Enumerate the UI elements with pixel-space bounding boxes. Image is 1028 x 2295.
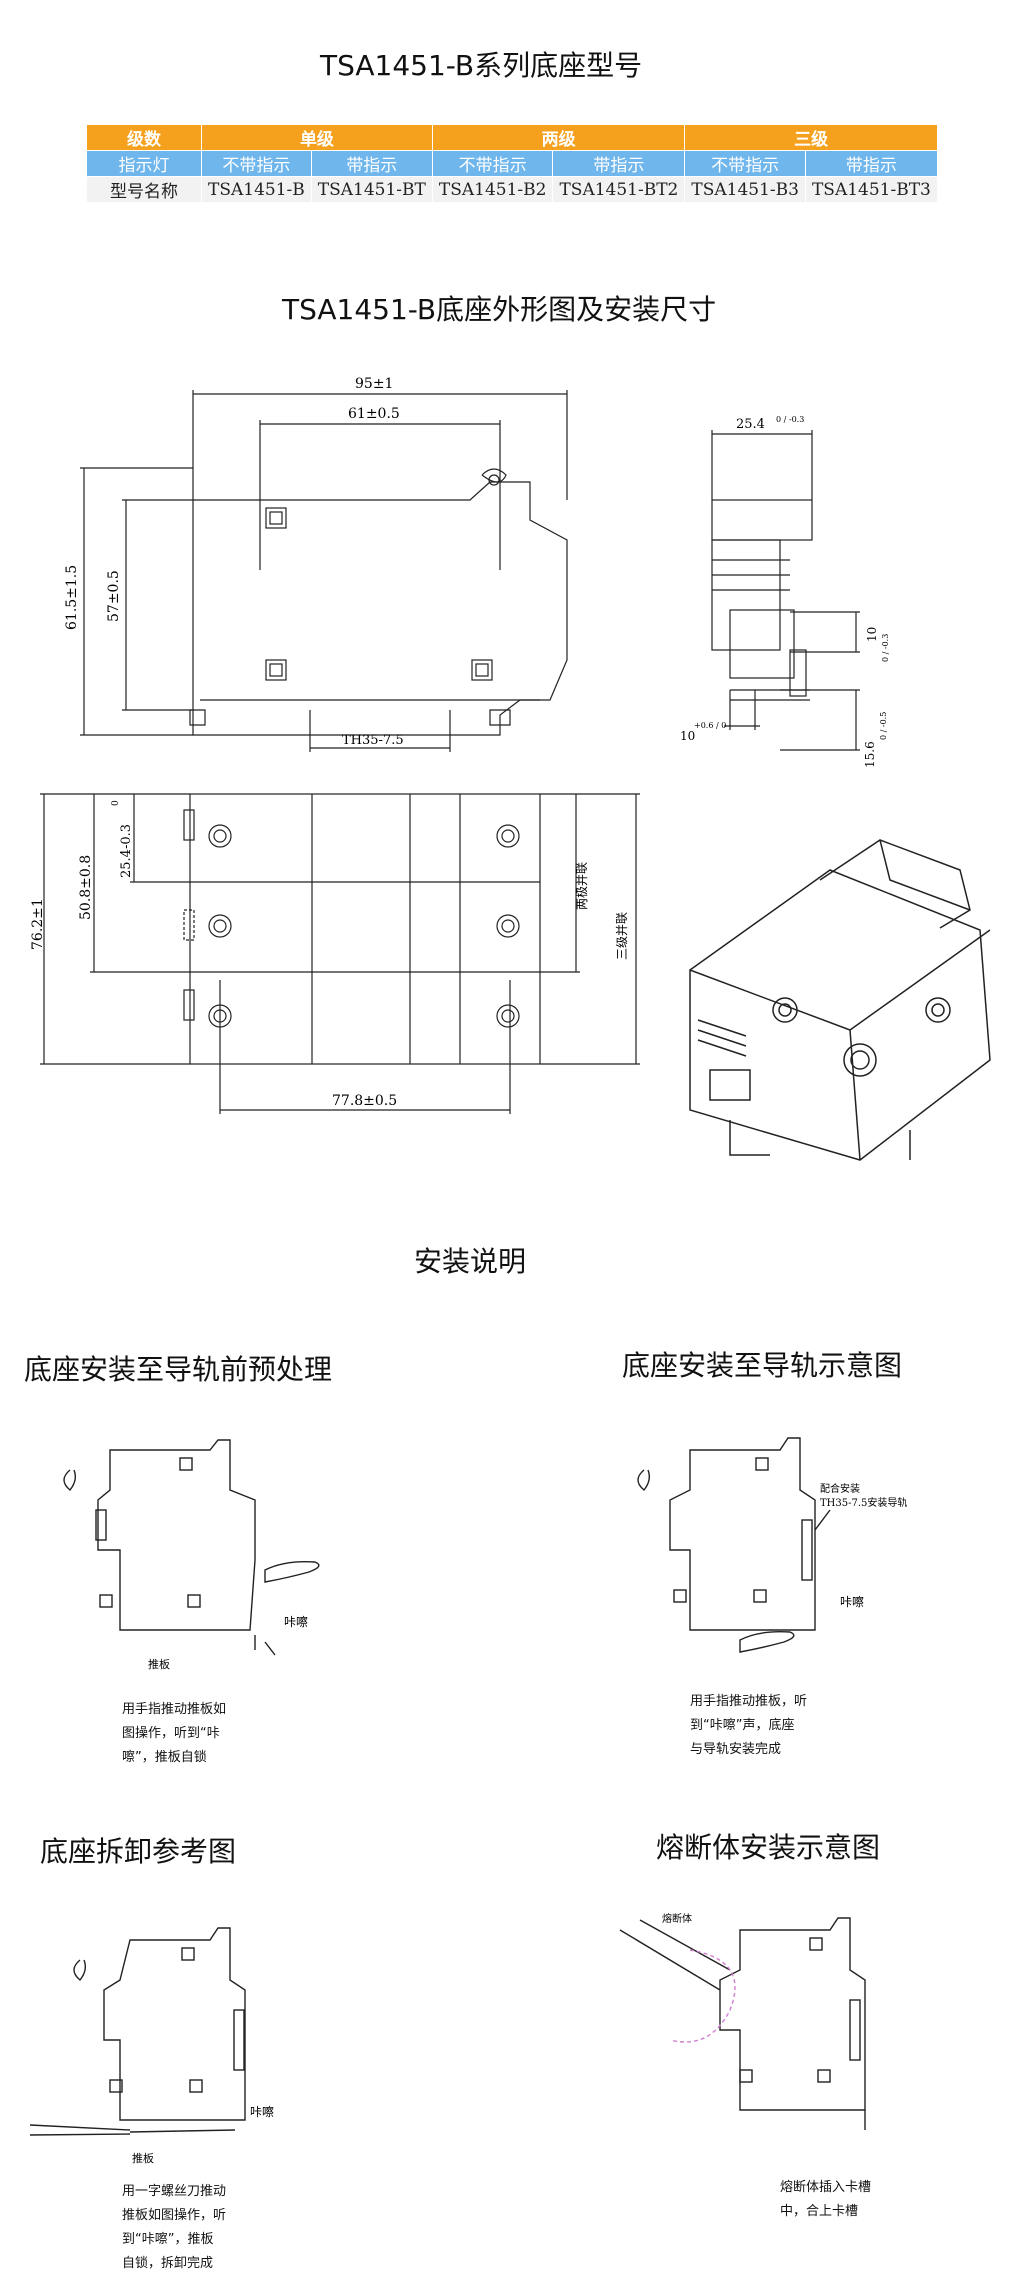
table-cell: 带指示 (804, 150, 938, 177)
table-cell: 单级 (201, 124, 433, 151)
dim-10-right-tol: 0 / -0.3 (881, 634, 890, 662)
table-cell: 型号名称 (86, 176, 202, 203)
table-row: 型号名称 TSA1451-B TSA1451-BT TSA1451-B2 TSA… (86, 176, 938, 203)
front-view-drawing: 95±1 61±0.5 61.5±1.5 57±0.5 TH35-7.5 (64, 376, 568, 752)
dim-95: 95±1 (355, 376, 393, 392)
install-title: 安装说明 (414, 1245, 527, 1278)
label-click-2: 咔嚓 (840, 1594, 864, 1609)
section4-title: 熔断体安装示意图 (656, 1831, 881, 1864)
label-rail-1: 配合安装 (820, 1482, 860, 1495)
table-cell: TSA1451-B (201, 176, 312, 203)
isometric-view-drawing (689, 839, 991, 1161)
table-row: 指示灯 不带指示 带指示 不带指示 带指示 不带指示 带指示 (86, 150, 938, 177)
section3-title: 底座拆卸参考图 (40, 1835, 237, 1868)
table-cell: TSA1451-B3 (684, 176, 806, 203)
table-cell: 不带指示 (201, 150, 312, 177)
dim-77-8: 77.8±0.5 (332, 1093, 397, 1109)
label-fuse: 熔断体 (662, 1912, 692, 1925)
dim-10-right: 10 (865, 627, 879, 642)
section2-note: 用手指推动推板，听 到“咔嚓”声，底座 与导轨安装完成 (690, 1694, 808, 1757)
section1-title: 底座安装至导轨前预处理 (24, 1353, 333, 1386)
dim-25-4-top-zero: 0 (111, 800, 121, 806)
table-cell: 带指示 (552, 150, 686, 177)
dim-th35: TH35-7.5 (342, 733, 404, 748)
table-cell: 级数 (86, 124, 202, 151)
table-cell: 两级 (431, 124, 686, 151)
table-cell: 三级 (684, 124, 938, 151)
table-cell: TSA1451-B2 (431, 176, 554, 203)
section1-note: 用手指推动推板如 图操作，听到“咔 嚓”，推板自锁 (122, 1702, 227, 1765)
section4-note: 熔断体插入卡槽 中，合上卡槽 (780, 2180, 872, 2219)
section3-note: 用一字螺丝刀推动 推板如图操作，听 到“咔嚓”，推板 自锁，拆卸完成 (122, 2184, 227, 2271)
dim-50-8: 50.8±0.8 (78, 855, 94, 920)
dimension-title: TSA1451-B底座外形图及安装尺寸 (282, 293, 717, 326)
label-three-pole: 三级并联 (615, 912, 629, 960)
section2-figure: 配合安装 TH35-7.5安装导轨 咔嚓 (637, 1437, 907, 1653)
dim-15-6-tol: 0 / -0.5 (879, 712, 888, 740)
dim-76-2: 76.2±1 (30, 898, 46, 950)
label-click-1: 咔嚓 (284, 1614, 308, 1629)
table-cell: 指示灯 (86, 150, 202, 177)
label-rail-2: TH35-7.5安装导轨 (820, 1496, 907, 1509)
table-cell: TSA1451-BT (310, 176, 433, 203)
section2-title: 底座安装至导轨示意图 (622, 1349, 903, 1382)
table-cell: TSA1451-BT2 (552, 176, 686, 203)
dim-61: 61±0.5 (348, 406, 400, 422)
dim-57: 57±0.5 (106, 570, 122, 622)
top-view-drawing: 76.2±1 50.8±0.8 25.4-0.3 0 77.8±0.5 两极并联… (30, 793, 640, 1114)
table-cell: 带指示 (310, 150, 433, 177)
dim-15-6: 15.6 (863, 741, 877, 768)
dim-10-bottom: 10 (680, 729, 695, 743)
dim-25-4-tol: 0 / -0.3 (776, 415, 804, 424)
model-table: 级数 单级 两级 三级 指示灯 不带指示 带指示 不带指示 带指示 不带指示 带… (86, 124, 938, 203)
section1-figure: 咔嚓 推板 (63, 1439, 320, 1671)
table-cell: 不带指示 (684, 150, 806, 177)
label-click-3: 咔嚓 (250, 2104, 274, 2119)
dim-10-bottom-tol: +0.6 / 0 (694, 721, 726, 730)
label-pushplate-3: 推板 (132, 2151, 154, 2165)
label-pushplate-1: 推板 (148, 1657, 170, 1671)
label-two-pole: 两极并联 (575, 862, 589, 910)
dim-25-4-top: 25.4-0.3 (119, 824, 134, 878)
table-cell: 不带指示 (431, 150, 554, 177)
section4-figure: 熔断体 (619, 1912, 866, 2130)
section3-figure: 咔嚓 推板 (29, 1927, 274, 2165)
side-view-drawing: 25.4 0 / -0.3 10 0 / -0.3 10 +0.6 / 0 15… (680, 415, 890, 768)
dim-25-4: 25.4 (736, 417, 765, 432)
table-cell: TSA1451-BT3 (804, 176, 938, 203)
table-row: 级数 单级 两级 三级 (86, 124, 938, 151)
dim-61-5: 61.5±1.5 (64, 565, 80, 630)
series-title: TSA1451-B系列底座型号 (320, 49, 643, 82)
